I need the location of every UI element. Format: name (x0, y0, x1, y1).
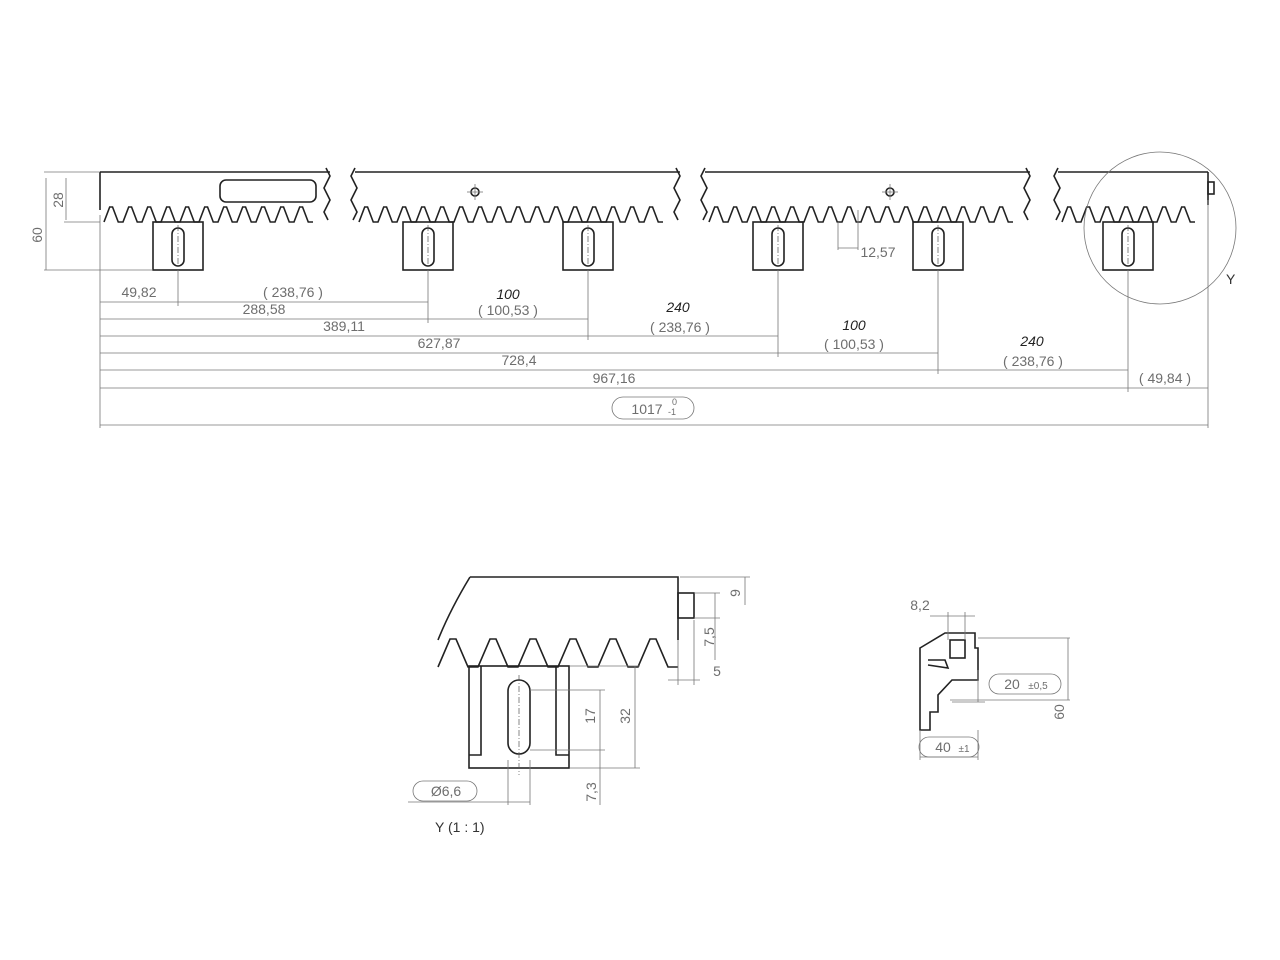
dim-total-3: 627,87 (418, 335, 461, 351)
end-pin (1207, 181, 1215, 195)
dim-height-60: 60 (29, 227, 45, 243)
detail-rack-body (437, 576, 679, 641)
break-line-left (350, 167, 358, 221)
view-marker-y: Y (1226, 271, 1236, 287)
break-line-left (1053, 167, 1061, 221)
dim-segment-5: ( 49,84 ) (1139, 370, 1191, 386)
side-dim-40: 40 (935, 739, 951, 755)
break-line-right (1023, 167, 1031, 221)
side-dim-20: 20 (1004, 676, 1020, 692)
detail-teeth (437, 638, 678, 668)
rack-teeth (708, 206, 1013, 223)
dim-pitch: 12,57 (860, 244, 895, 260)
drawing-geometry (44, 151, 1237, 805)
side-notch (927, 659, 950, 669)
break-line-right (673, 167, 681, 221)
detail-view-title: Y (1 : 1) (435, 819, 485, 835)
side-profile (919, 632, 979, 731)
break-line-right (323, 167, 331, 221)
dim-total-1: 288,58 (243, 301, 286, 317)
dim-total-5: 967,16 (593, 370, 636, 386)
side-dim-20-tol: ±0,5 (1028, 681, 1048, 692)
detail-dim-32: 32 (617, 708, 633, 724)
slot-window (219, 179, 317, 203)
side-dim-60: 60 (1051, 704, 1067, 720)
side-dim-20-frame (988, 673, 1062, 695)
dim-overall-tol-upper: 0 (672, 397, 677, 407)
detail-dim-hole: Ø6,6 (431, 783, 462, 799)
dim-height-28: 28 (50, 192, 66, 208)
overall-length-frame (611, 396, 695, 420)
dim-nominal-4: 240 (1019, 333, 1044, 349)
detail-dim-9: 9 (727, 589, 743, 597)
dim-segment-3: ( 100,53 ) (824, 336, 884, 352)
dim-overall-tol-lower: -1 (668, 407, 676, 417)
rack-teeth (103, 206, 313, 223)
detail-dim-7-5: 7,5 (701, 627, 717, 647)
side-dim-40-tol: ±1 (958, 744, 969, 755)
rack-teeth (1061, 206, 1195, 223)
detail-dim-7-3: 7,3 (583, 782, 599, 802)
detail-lug-flanges (469, 666, 569, 756)
dim-segment-1: ( 100,53 ) (478, 302, 538, 318)
dim-segment-2: ( 238,76 ) (650, 319, 710, 335)
side-pin (949, 639, 966, 659)
dim-total-2: 389,11 (323, 318, 365, 334)
hole-dim-frame (412, 780, 478, 802)
detail-circle-y (1083, 151, 1237, 305)
detail-dim-5: 5 (713, 663, 721, 679)
dim-nominal-2: 240 (665, 299, 690, 315)
detail-end-pin (677, 592, 695, 619)
dim-segment-0: ( 238,76 ) (263, 284, 323, 300)
rack-teeth (358, 206, 663, 223)
side-dim-40-frame (918, 736, 980, 758)
dim-nominal-3: 100 (842, 317, 866, 333)
dim-total-0: 49,82 (121, 284, 156, 300)
side-dim-8-2: 8,2 (910, 597, 930, 613)
dim-segment-4: ( 238,76 ) (1003, 353, 1063, 369)
dim-total-4: 728,4 (501, 352, 536, 368)
detail-dim-17: 17 (582, 708, 598, 724)
break-line-left (700, 167, 708, 221)
dim-nominal-1: 100 (496, 286, 520, 302)
dim-overall-length: 1017 (631, 401, 662, 417)
